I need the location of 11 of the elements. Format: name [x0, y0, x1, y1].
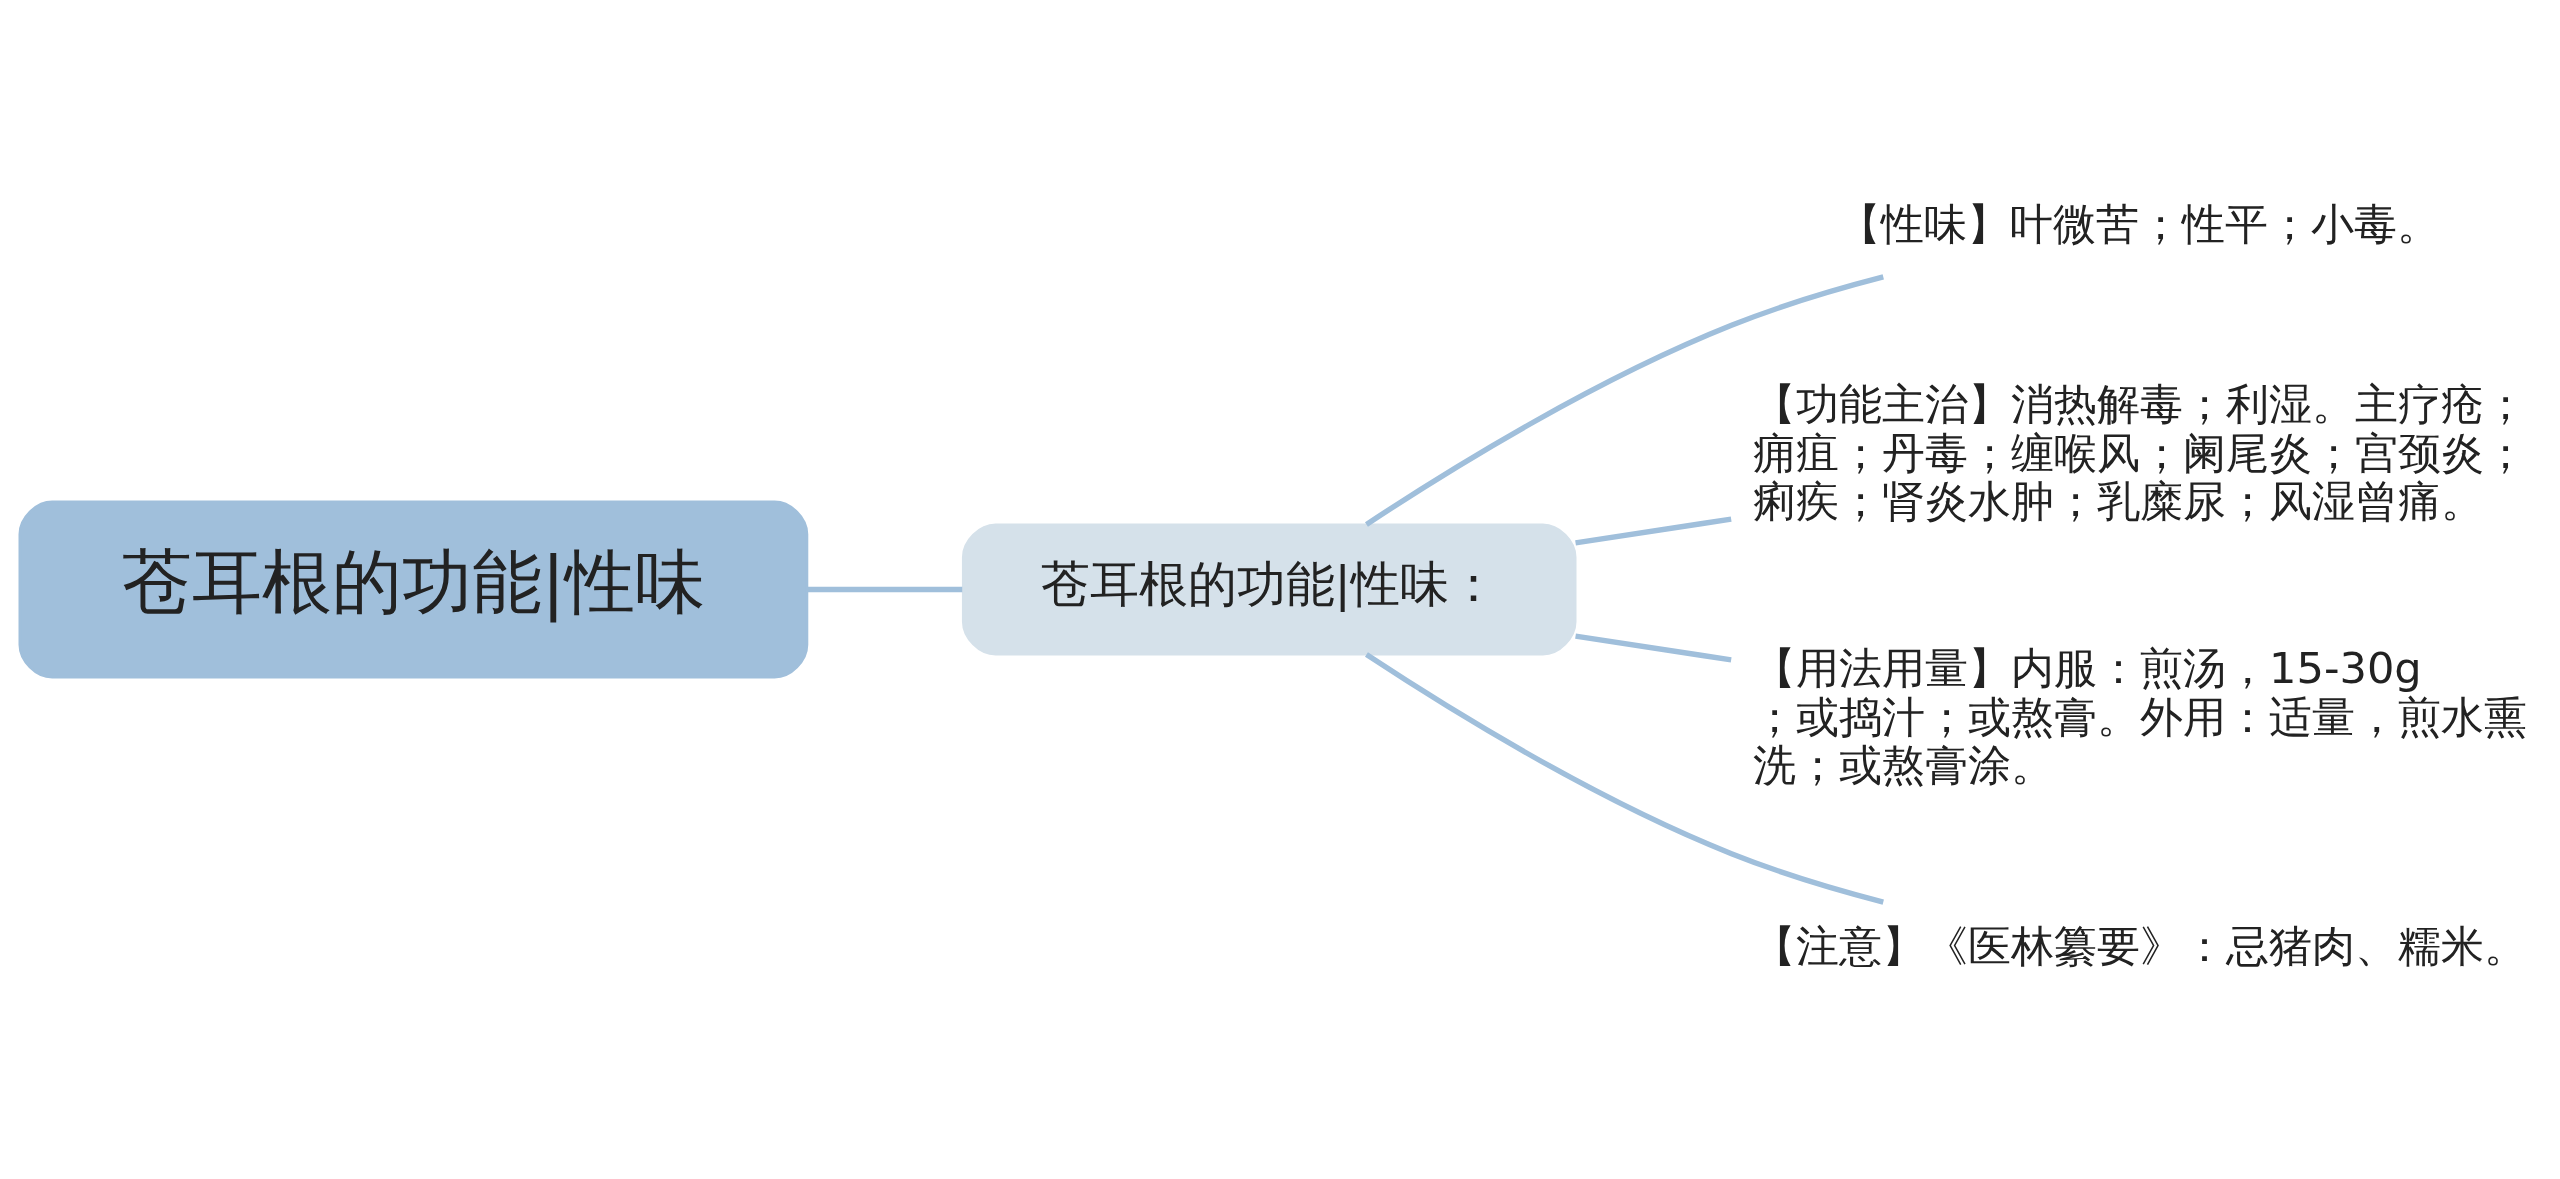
connector — [1575, 516, 1732, 546]
node-box: 苍耳根的功能|性味 — [18, 500, 809, 679]
connector — [1365, 274, 1884, 527]
node-text: 【性味】叶微苦；性平；小毒。 — [1837, 198, 2440, 249]
connector — [1575, 633, 1732, 663]
node-text: 【功能主治】消热解毒；利湿。主疗疮；痈疽；丹毒；缠喉风；阑尾炎；宫颈炎；痢疾；肾炎水肿；乳糜尿；风湿曾痛。 — [1753, 379, 2528, 527]
node-box: 苍耳根的功能|性味： — [961, 523, 1577, 656]
node-text: 【注意】《医林纂要》：忌猪肉、糯米。 — [1753, 920, 2528, 971]
connector — [807, 586, 963, 593]
node-text: 【用法用量】内服：煎汤，15-30g；或捣汁；或熬膏。外用：适量，煎水熏洗；或熬膏涂。 — [1753, 643, 2528, 791]
connector — [1365, 652, 1884, 905]
